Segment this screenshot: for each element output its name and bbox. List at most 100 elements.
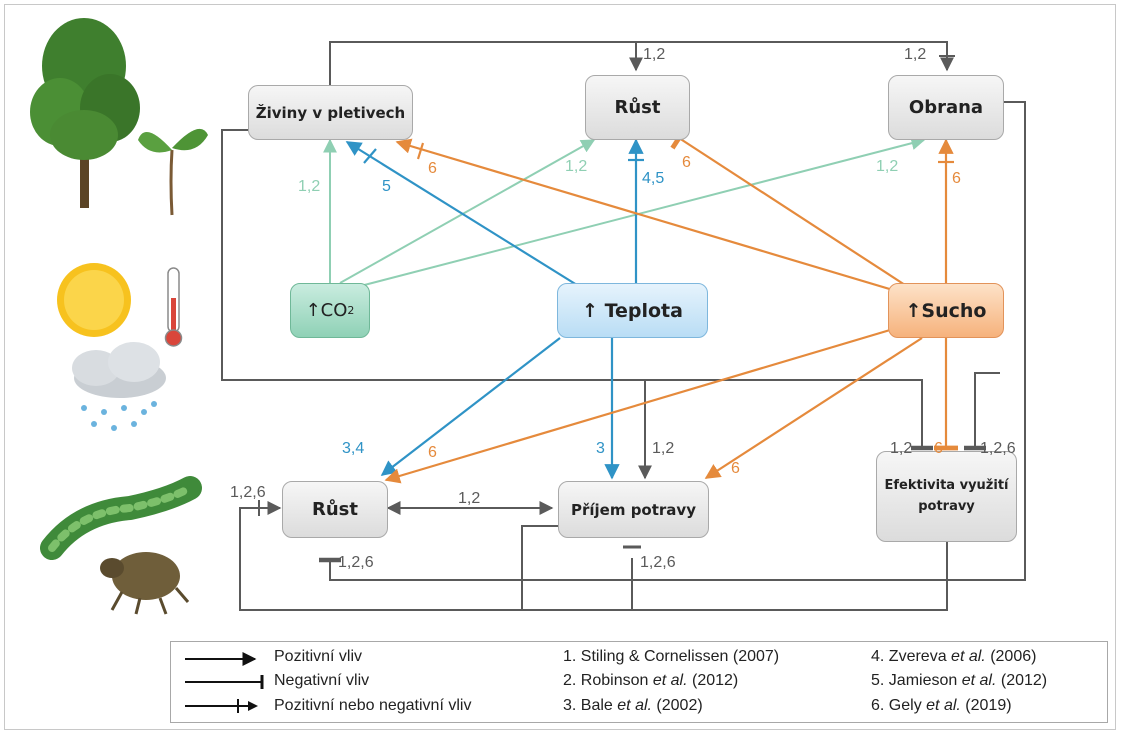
tree-icon [30, 18, 140, 208]
label-insect-growth-bottom: 1,2,6 [338, 554, 374, 571]
ref-1-num: 1. [563, 648, 577, 665]
co2-to-growth [339, 139, 596, 284]
ref-5-year: (2012) [1000, 672, 1048, 689]
ref-2-num: 2. [563, 672, 577, 689]
reference-6: 6. Gely et al. (2019) [871, 697, 1012, 715]
node-food-intake: Příjem potravy [558, 481, 709, 538]
ref-1-year: (2007) [732, 648, 780, 665]
ref-6-etal: et al. [926, 697, 961, 714]
label-drought-defense: 6 [952, 170, 961, 187]
ref-5-etal: et al. [961, 672, 997, 689]
label-temp-growth: 4,5 [642, 170, 665, 187]
ref-3-num: 3. [563, 697, 577, 714]
label-food-intake-bottom: 1,2,6 [640, 554, 676, 571]
co2-text: CO [320, 300, 348, 321]
ref-2-etal: et al. [652, 672, 688, 689]
node-plant-growth-text: Růst [614, 97, 661, 118]
node-drought: ↑Sucho [888, 283, 1004, 338]
label-co2-growth: 1,2 [565, 158, 588, 175]
label-co2-defense: 1,2 [876, 158, 899, 175]
node-plant-nutrients-text: Živiny v pletivech [255, 103, 406, 122]
label-efficiency-mid: 6 [934, 440, 943, 457]
drought-to-food-intake [704, 337, 923, 479]
label-temp-food-intake: 3 [596, 440, 605, 457]
label-drought-insect-growth: 6 [428, 444, 437, 461]
ref-3-year: (2002) [656, 697, 703, 714]
co2-to-defense [344, 136, 926, 291]
label-drought-growth: 6 [682, 154, 691, 171]
label-growth-intake: 1,2 [458, 490, 481, 507]
node-plant-nutrients: Živiny v pletivech [248, 85, 413, 140]
legend-negative-text: Negativní vliv [274, 672, 370, 689]
ref-4-num: 4. [871, 648, 885, 665]
node-temperature-text: ↑ Teplota [582, 299, 683, 322]
temp-to-insect-growth [380, 337, 561, 476]
co2-arrows [323, 136, 926, 291]
sun-icon [57, 263, 131, 337]
rain-cloud-icon [72, 342, 166, 431]
label-efficiency-right: 1,2,6 [980, 440, 1016, 457]
reference-1: 1. Stiling & Cornelissen (2007) [563, 648, 779, 666]
label-co2-nutrients: 1,2 [298, 178, 321, 195]
ref-2-year: (2012) [692, 672, 739, 689]
legend-samples [185, 652, 264, 713]
label-temp-insect-growth: 3,4 [342, 440, 365, 457]
thermometer-icon [164, 267, 183, 347]
right-inner-loop [964, 372, 1000, 451]
ref-4-authors: Zvereva [888, 648, 947, 665]
node-insect-growth: Růst [282, 481, 388, 538]
co2-up-arrow: ↑ [305, 300, 321, 321]
node-food-efficiency-line1: Efektivita využití [884, 477, 1009, 493]
label-drought-nutrients: 6 [428, 160, 437, 177]
label-temp-nutrients: 5 [382, 178, 391, 195]
legend-both-arrowhead [248, 701, 258, 711]
node-food-efficiency: Efektivita využití potravy [876, 451, 1017, 542]
temp-nutrients-tick [363, 148, 377, 164]
ref-2-authors: Robinson [580, 672, 649, 689]
node-food-intake-text: Příjem potravy [571, 500, 696, 519]
legend-positive-text: Pozitivní vliv [274, 648, 363, 665]
label-insect-growth-left: 1,2,6 [230, 484, 266, 501]
legend-both-text: Pozitivní nebo negativní vliv [274, 697, 472, 714]
node-food-efficiency-line2: potravy [918, 498, 975, 514]
co2-subscript: 2 [347, 304, 355, 317]
reference-3: 3. Bale et al. (2002) [563, 697, 703, 715]
seedling-icon [138, 128, 208, 216]
drought-to-nutrients [395, 138, 894, 292]
caterpillar-icon [40, 476, 202, 560]
gray-connectors [221, 41, 1026, 611]
drought-arrows [384, 126, 959, 484]
drought-to-insect-growth [384, 328, 891, 484]
node-plant-defense: Obrana [888, 75, 1004, 140]
ref-5-num: 5. [871, 672, 885, 689]
temperature-arrows [345, 138, 644, 480]
ref-3-authors: Bale [580, 697, 613, 714]
node-drought-text: ↑Sucho [905, 299, 987, 322]
label-drought-food-intake: 6 [731, 460, 740, 477]
node-plant-defense-text: Obrana [908, 97, 984, 118]
efficiency-bottom-loop [239, 501, 948, 611]
ref-5-authors: Jamieson [888, 672, 958, 689]
node-insect-growth-text: Růst [312, 499, 358, 520]
beetle-icon [100, 552, 190, 615]
ref-6-authors: Gely [888, 697, 922, 714]
ref-6-year: (2019) [965, 697, 1012, 714]
right-frame-loop [319, 101, 1026, 581]
drought-to-growth [670, 126, 906, 286]
node-plant-growth: Růst [585, 75, 690, 140]
figure-frame [4, 4, 1116, 730]
label-top-loop-defense: 1,2 [904, 46, 927, 63]
ref-4-etal: et al. [951, 648, 986, 665]
ref-6-num: 6. [871, 697, 885, 714]
node-temperature: ↑ Teplota [557, 283, 708, 338]
reference-4: 4. Zvereva et al. (2006) [871, 648, 1036, 666]
ref-1-authors: Stiling & Cornelissen [580, 648, 729, 665]
ref-3-etal: et al. [617, 697, 652, 714]
reference-5: 5. Jamieson et al. (2012) [871, 672, 1047, 690]
temp-to-nutrients [345, 141, 586, 291]
drought-nutrients-tick [416, 142, 425, 160]
label-efficiency-left: 1,2 [890, 440, 913, 457]
ref-4-year: (2006) [990, 648, 1037, 665]
